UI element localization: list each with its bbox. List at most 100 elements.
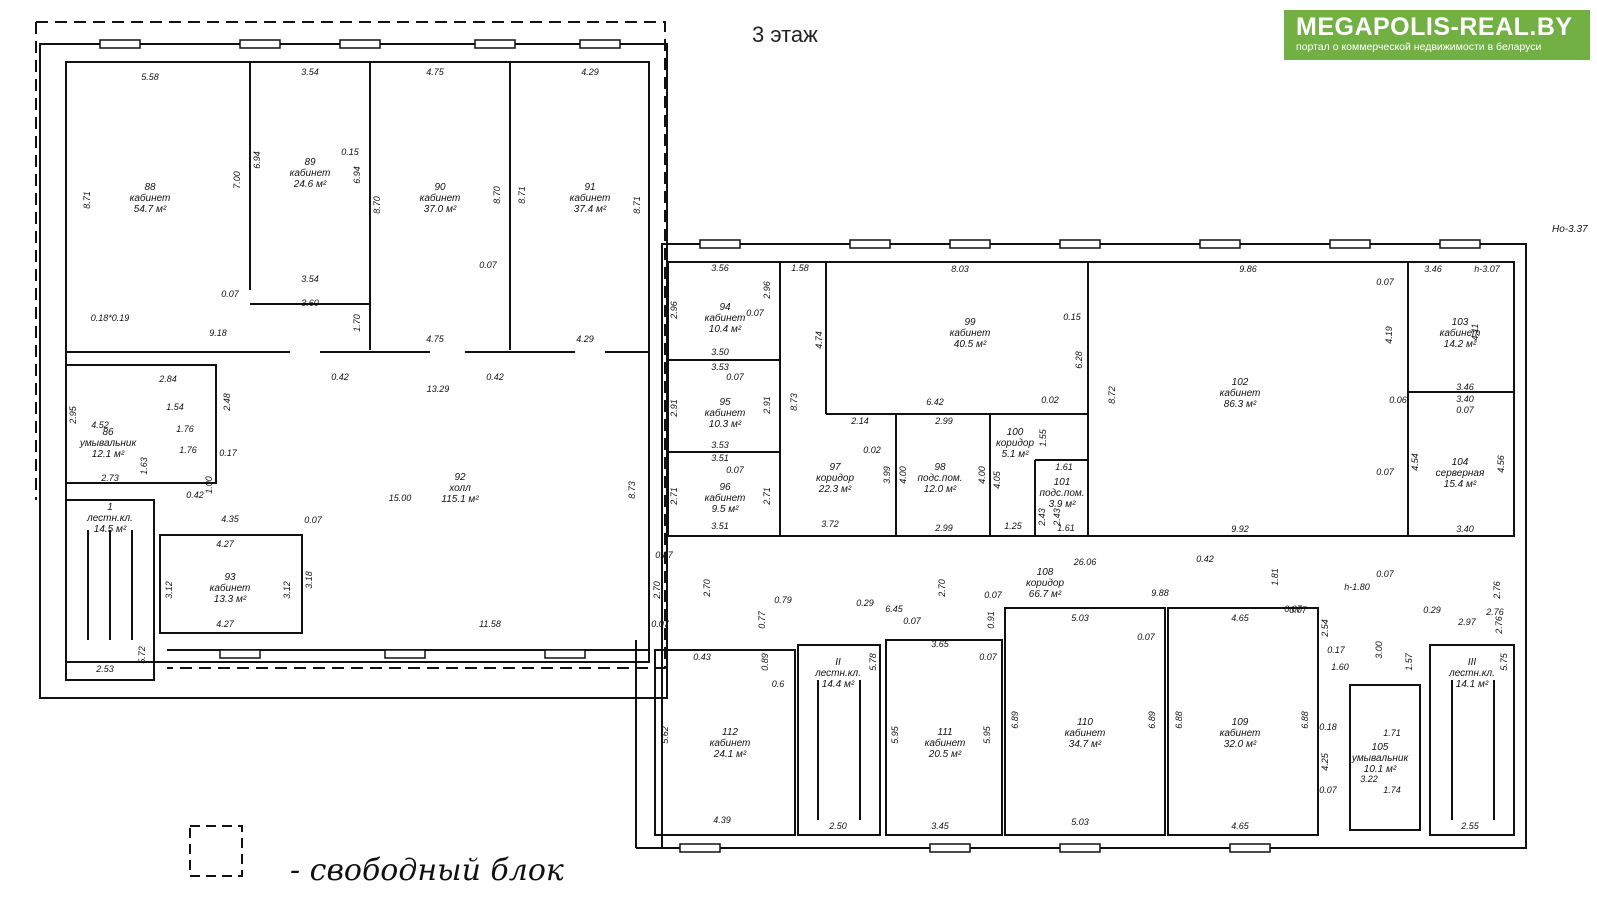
room-type: кабинет [290, 167, 331, 179]
room-110-outline [1004, 607, 1166, 836]
room-type: кабинет [950, 327, 991, 339]
dimension-label: 2.84 [158, 374, 177, 384]
dimension-label: 3.40 [1456, 394, 1474, 404]
dimension-label: 4.00 [898, 466, 908, 484]
dimension-label: 4.05 [992, 470, 1002, 489]
room-type: кабинет [1220, 387, 1261, 399]
dimension-label: 2.55 [1460, 821, 1480, 831]
room-num: 112 [722, 727, 738, 738]
dimension-label: 0.29 [1423, 605, 1441, 615]
room-type: умывальник [79, 438, 138, 449]
dimension-label: 5.78 [868, 653, 878, 671]
dimension-label: 6.89 [1147, 711, 1157, 729]
dimension-label: 1.54 [166, 402, 184, 412]
dimension-label: 1.71 [1383, 728, 1401, 738]
room-num: 110 [1077, 717, 1093, 728]
dimension-label: 5.75 [1499, 652, 1509, 671]
dimension-label: 3.46 [1424, 264, 1442, 274]
dimension-label: 0.43 [693, 652, 711, 662]
dimension-label: 6.45 [885, 604, 904, 614]
dimension-label: 9.86 [1239, 264, 1257, 274]
dimension-label: 0.17 [1327, 645, 1346, 655]
room-type: подс.пом. [917, 473, 962, 484]
legend-text: - свободный блок [290, 853, 564, 888]
room-area: 5.1 м² [1002, 449, 1030, 460]
room-num: 105 [1372, 742, 1389, 753]
dimension-label: 0.07 [1376, 277, 1395, 287]
room-area: 15.4 м² [1444, 479, 1477, 490]
dimension-label: 2.76 [1494, 616, 1504, 635]
dimension-label: 0.07 [1289, 605, 1308, 615]
dimension-label: 0.07 [651, 619, 670, 629]
dimension-label: 26.06 [1073, 557, 1097, 567]
dimension-label: 4.56 [1496, 455, 1506, 473]
room-area: 22.3 м² [818, 484, 852, 495]
dimension-label: 0.07 [984, 590, 1003, 600]
dimension-label: 3.22 [1360, 774, 1378, 784]
room-area: 12.1 м² [92, 449, 125, 460]
dimension-label: 0.06 [1389, 395, 1407, 405]
room-area: 20.5 м² [928, 749, 962, 760]
wall-left-block-outer [39, 43, 668, 699]
dimension-label: 1.25 [1004, 521, 1023, 531]
dimension-label: 1.57 [1404, 652, 1414, 671]
room-type: кабинет [570, 192, 611, 204]
windows [99, 39, 1481, 853]
dimension-label: 0.42 [1196, 554, 1214, 564]
dimension-label: 0.6 [772, 679, 785, 689]
room-type: коридор [1026, 578, 1064, 589]
dimension-label: 4.25 [1320, 752, 1330, 771]
room-num: 95 [719, 397, 731, 408]
room-area: 14.2 м² [1444, 339, 1477, 350]
site-logo[interactable]: MEGAPOLIS-REAL.BY портал о коммерческой … [1284, 10, 1590, 60]
dimension-label: 5.95 [890, 725, 900, 744]
room-area: 37.0 м² [424, 204, 457, 215]
dimension-label: 0.42 [486, 372, 504, 382]
dimension-label: 2.76 [1492, 581, 1502, 600]
dimension-label: 0.18*0.19 [91, 313, 130, 323]
dimension-label: 2.95 [68, 405, 78, 425]
dimension-label: 0.07 [479, 260, 498, 270]
dimension-label: 9.92 [1231, 524, 1249, 534]
dimension-label: 1.61 [1055, 462, 1073, 472]
room-area: 3.9 м² [1049, 499, 1077, 510]
dimension-label: 2.54 [1320, 619, 1330, 638]
dimension-label: 4.65 [1231, 613, 1250, 623]
dimension-label: 4.19 [1384, 326, 1394, 344]
dimension-label: 6.42 [926, 397, 944, 407]
dimension-label: 0.07 [1137, 632, 1156, 642]
dimension-label: 1.63 [139, 457, 149, 475]
dimension-label: 2.71 [669, 487, 679, 506]
dimension-label: 2.73 [100, 473, 119, 483]
room-num: III [1468, 657, 1477, 668]
dimension-label: 8.70 [492, 186, 502, 204]
corner-note: Hо-3.37 [1552, 224, 1588, 235]
dimension-label: 4.35 [221, 514, 240, 524]
room-num: 91 [584, 182, 595, 193]
dimension-label: 0.15 [341, 147, 360, 157]
room-num: 88 [144, 182, 156, 193]
dimension-label: 3.50 [711, 347, 729, 357]
dimension-label: 3.60 [301, 298, 319, 308]
stair-3-outline [1429, 644, 1515, 836]
dimension-label: 4.00 [977, 466, 987, 484]
room-area: 37.4 м² [574, 204, 607, 215]
dimension-label: 3.00 [1374, 641, 1384, 659]
dimension-label: 1.61 [1057, 523, 1075, 533]
dimension-label: 2.70 [652, 581, 662, 600]
dimension-label: 3.53 [711, 440, 729, 450]
room-num: 92 [454, 472, 466, 483]
room-111-outline [885, 639, 1003, 836]
room-num: 104 [1452, 457, 1469, 468]
room-type: лестн.кл. [1448, 668, 1495, 679]
